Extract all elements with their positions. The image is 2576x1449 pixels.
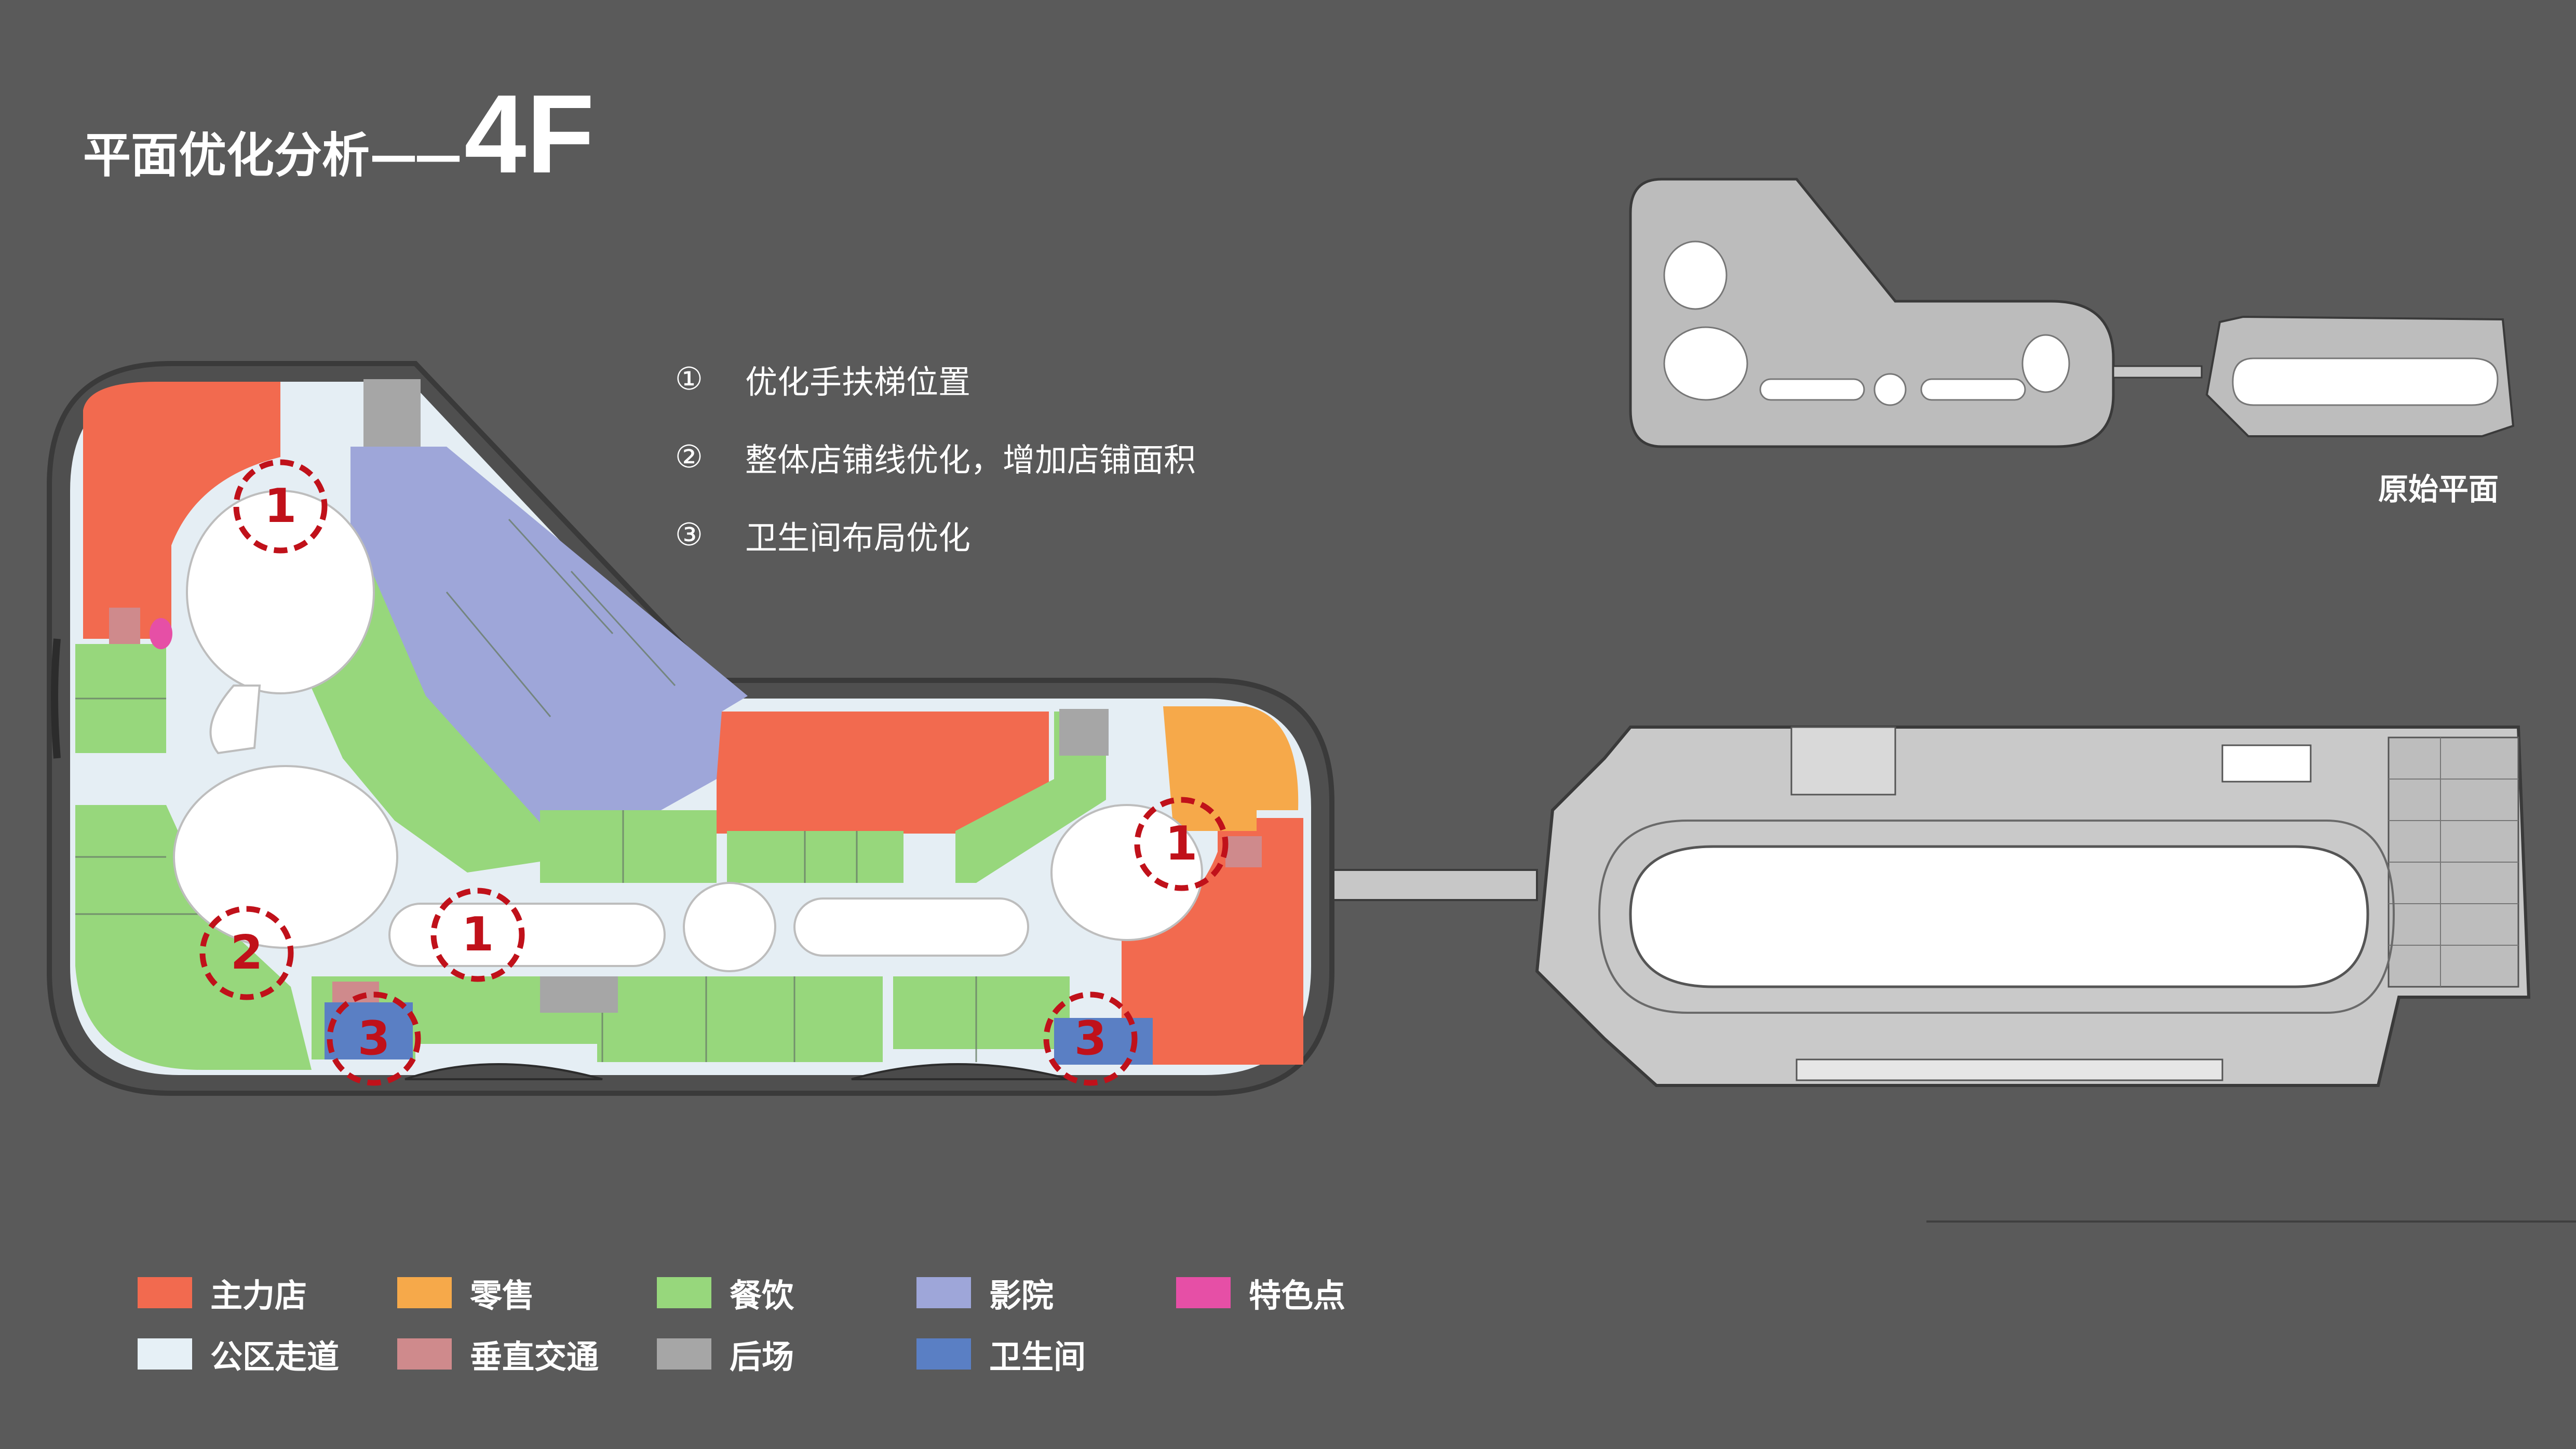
- fnb-center-row: [540, 810, 717, 883]
- marker-circle-1b: [430, 888, 525, 982]
- feature-point: [150, 618, 172, 649]
- south-facade-left: [404, 1063, 603, 1080]
- legend-label: 公区走道: [210, 1338, 340, 1376]
- legend-row: 公区走道 垂直交通 后场 卫生间: [138, 1323, 1436, 1385]
- adjacent-building-plan: [1535, 726, 2531, 1087]
- marker-label-2: 2: [231, 925, 263, 980]
- legend-item-vertical: 垂直交通: [397, 1331, 657, 1377]
- cinema-strip: [350, 447, 397, 551]
- legend-item-retail: 零售: [397, 1269, 657, 1316]
- legend-swatch: [657, 1277, 711, 1308]
- legend-swatch: [397, 1277, 452, 1308]
- marker-label-3b: 3: [1074, 1011, 1107, 1066]
- fnb-south-row-3: [893, 976, 1070, 1049]
- fnb-center-row-2: [727, 831, 903, 883]
- note-number: ②: [675, 439, 703, 475]
- original-plan-label: 原始平面: [2378, 472, 2499, 507]
- title-floor: 4F: [464, 71, 595, 196]
- legend-label: 卫生间: [989, 1338, 1086, 1376]
- bridge-connector: [1331, 869, 1538, 901]
- back-of-house-2: [1059, 709, 1109, 756]
- fnb-southwest: [75, 805, 312, 1070]
- legend-swatch: [1176, 1277, 1231, 1308]
- marker-label-1a: 1: [264, 479, 297, 533]
- legend-swatch: [397, 1338, 452, 1370]
- legend-item-fnb: 餐饮: [657, 1269, 916, 1316]
- marker-circle-1c: [1134, 797, 1229, 891]
- vertical-circulation-1: [109, 608, 140, 644]
- legend: 主力店 零售 餐饮 影院 特色点 公区走道: [138, 1262, 1436, 1385]
- legend-item-backyard: 后场: [657, 1331, 916, 1377]
- legend-label: 餐饮: [730, 1277, 794, 1314]
- note-text: 整体店铺线优化，增加店铺面积: [745, 441, 1196, 479]
- note-item: ① 优化手扶梯位置: [675, 340, 1196, 418]
- legend-label: 特色点: [1249, 1277, 1346, 1314]
- marker-label-3a: 3: [358, 1011, 390, 1066]
- legend-swatch: [916, 1277, 971, 1308]
- legend-label: 垂直交通: [470, 1338, 599, 1376]
- divider-line: [1926, 1220, 2576, 1223]
- legend-swatch: [138, 1277, 192, 1308]
- vertical-circulation-2: [1225, 836, 1262, 867]
- anchor-store-northwest: [83, 382, 280, 639]
- note-text: 优化手扶梯位置: [745, 363, 971, 401]
- title-main: 平面优化分析: [83, 128, 370, 184]
- legend-item-restroom: 卫生间: [916, 1331, 1176, 1377]
- back-of-house-1: [363, 379, 421, 447]
- note-text: 卫生间布局优化: [745, 519, 971, 557]
- optimization-notes: ① 优化手扶梯位置 ② 整体店铺线优化，增加店铺面积 ③ 卫生间布局优化: [675, 340, 1196, 574]
- legend-item-feature: 特色点: [1176, 1269, 1436, 1316]
- atrium-voids: [173, 490, 1203, 972]
- legend-row: 主力店 零售 餐饮 影院 特色点: [138, 1262, 1436, 1323]
- fnb-south-row-2: [597, 976, 883, 1062]
- legend-item-anchor: 主力店: [138, 1269, 397, 1316]
- marker-circle-2: [199, 906, 294, 1000]
- marker-label-1b: 1: [462, 907, 494, 962]
- note-number: ①: [675, 361, 703, 397]
- marker-circle-3a: [327, 991, 421, 1086]
- marker-circle-3b: [1043, 991, 1138, 1086]
- legend-item-corridor: 公区走道: [138, 1331, 397, 1377]
- optimization-markers: 1 1 1 2 3 3: [199, 459, 1229, 1086]
- legend-swatch: [138, 1338, 192, 1370]
- retail-store-east: [1163, 706, 1299, 831]
- legend-label: 影院: [989, 1277, 1054, 1314]
- west-facade: [51, 638, 61, 759]
- page-title: 平面优化分析 —— 4F: [83, 71, 595, 196]
- note-number: ③: [675, 517, 703, 553]
- anchor-store-east: [1122, 818, 1303, 1065]
- original-plan-thumbnail: [1629, 178, 2515, 448]
- store-grid-lines: [75, 518, 977, 1062]
- south-facade-right: [851, 1063, 1070, 1080]
- note-item: ③ 卫生间布局优化: [675, 496, 1196, 574]
- legend-swatch: [657, 1338, 711, 1370]
- legend-label: 主力店: [210, 1277, 307, 1314]
- note-item: ② 整体店铺线优化，增加店铺面积: [675, 418, 1196, 496]
- legend-swatch: [916, 1338, 971, 1370]
- marker-circle-1a: [233, 459, 328, 554]
- legend-label: 后场: [730, 1338, 794, 1376]
- back-of-house-3: [540, 976, 618, 1013]
- legend-label: 零售: [470, 1277, 535, 1314]
- legend-item-cinema: 影院: [916, 1269, 1176, 1316]
- title-dash: ——: [370, 128, 462, 184]
- marker-label-1c: 1: [1165, 816, 1198, 871]
